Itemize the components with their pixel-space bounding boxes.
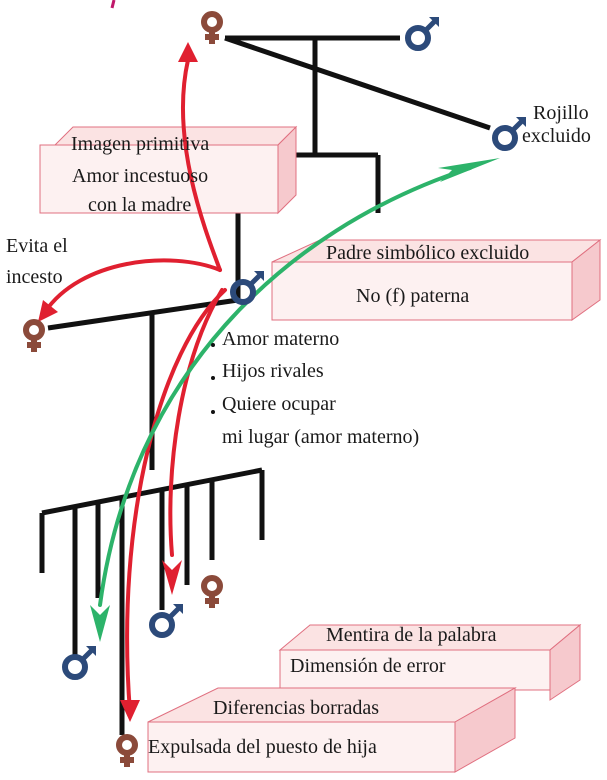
bullet-dots bbox=[211, 343, 215, 414]
no-paterna-label: No (f) paterna bbox=[356, 285, 470, 307]
amor-incestuoso-label-2: con la madre bbox=[88, 194, 192, 216]
rojillo-label: Rojillo bbox=[533, 102, 589, 124]
diagonal-line-excluded bbox=[224, 35, 491, 131]
quiere-ocupar-label-1: Quiere ocupar bbox=[222, 393, 336, 415]
arrow-evita-incesto bbox=[43, 258, 222, 314]
imagen-primitiva-label: Imagen primitiva bbox=[71, 133, 210, 155]
padre-simbolico-label: Padre simbólico excluido bbox=[326, 242, 530, 264]
corner-mark bbox=[110, 0, 116, 9]
couple-line-middle bbox=[47, 297, 239, 331]
arrow-to-grandmother bbox=[180, 58, 222, 272]
green-arc-excluded bbox=[98, 166, 472, 607]
arrow-to-son bbox=[168, 288, 224, 557]
excluido-label: excluido bbox=[522, 125, 591, 147]
green-arrowhead-top bbox=[438, 158, 500, 182]
male-icon bbox=[408, 17, 439, 48]
evita-label-2: incesto bbox=[6, 266, 63, 288]
quiere-ocupar-label-2: mi lugar (amor materno) bbox=[222, 426, 420, 448]
mentira-label: Mentira de la palabra bbox=[326, 624, 497, 646]
amor-materno-label: Amor materno bbox=[222, 328, 340, 350]
diferencias-label: Diferencias borradas bbox=[213, 697, 380, 719]
female-icon bbox=[119, 737, 135, 767]
male-icon bbox=[65, 646, 96, 677]
arrow-to-expelled-daughter bbox=[125, 288, 227, 714]
box-imagen-primitiva bbox=[39, 125, 298, 215]
arrowhead-grandmother bbox=[178, 42, 198, 62]
box-diferencias bbox=[147, 687, 517, 773]
arrowhead-evita bbox=[38, 300, 58, 322]
box-padre-simbolico bbox=[271, 238, 602, 321]
female-icon bbox=[204, 14, 220, 44]
hijos-rivales-label: Hijos rivales bbox=[222, 360, 324, 382]
siblings-line-bottom bbox=[41, 467, 263, 516]
arrowhead-son bbox=[162, 560, 182, 595]
expulsada-label: Expulsada del puesto de hija bbox=[148, 736, 377, 758]
dimension-error-label: Dimensión de error bbox=[290, 655, 446, 677]
arrows bbox=[38, 42, 500, 722]
female-icon bbox=[26, 322, 42, 352]
amor-incestuoso-label-1: Amor incestuoso bbox=[72, 165, 209, 187]
female-icon bbox=[204, 578, 220, 608]
kinship-lines bbox=[39, 35, 491, 735]
green-arrowhead-bottom bbox=[90, 605, 110, 642]
arrowhead-expelled bbox=[120, 700, 140, 722]
male-icon bbox=[152, 604, 183, 635]
evita-label-1: Evita el bbox=[6, 235, 68, 257]
